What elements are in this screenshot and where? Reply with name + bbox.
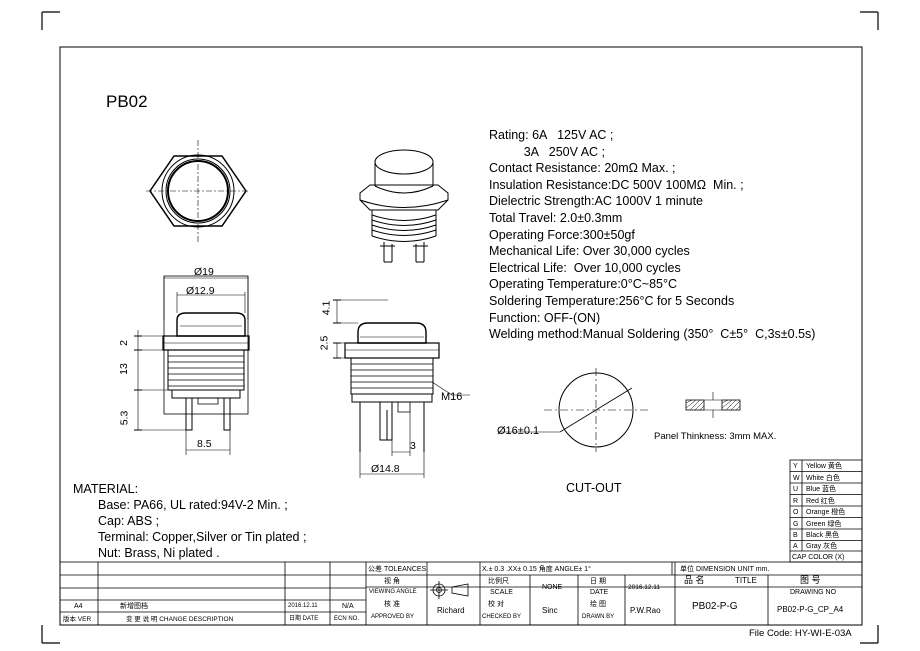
scale-value: NONE (542, 584, 563, 591)
scale-cn: 比例尺 (488, 578, 509, 585)
corner-mark-tr (860, 11, 879, 30)
spec-line: Operating Temperature:0°C~85°C (489, 277, 677, 292)
tolerance-values: X.± 0.3 .XX± 0.15 角度 ANGLE± 1° (482, 566, 591, 573)
spec-line: Total Travel: 2.0±0.3mm (489, 211, 623, 225)
hdr-date: 日期 DATE (289, 616, 319, 622)
scale-en: SCALE (490, 589, 513, 596)
spec-line: Dielectric Strength:AC 1000V 1 minute (489, 194, 703, 209)
cap-color-name: Orange 橙色 (806, 509, 846, 516)
material-heading: MATERIAL: (73, 482, 139, 496)
front-view-left (162, 275, 250, 431)
corner-mark-br (860, 625, 879, 644)
cap-color-code: G (793, 520, 799, 528)
cap-color-heading: CAP COLOR (X) (792, 553, 845, 561)
approved-en: APPROVED BY (371, 614, 415, 620)
viewing-angle-en: VIEWING ANGLE (369, 589, 417, 595)
spec-line: Operating Force:300±50gf (489, 227, 635, 242)
viewing-angle-cn: 视 角 (384, 578, 400, 585)
date-cn: 日 期 (590, 578, 606, 585)
top-view (146, 140, 250, 242)
checked-en: CHECKED BY (482, 614, 522, 620)
drawing-number: PB02-P-G_CP_A4 (777, 605, 844, 614)
cutout-diameter: Ø16±0.1 (497, 425, 540, 437)
material-line: Base: PA66, UL rated:94V-2 Min. ; (98, 498, 288, 512)
file-code: File Code: HY-WI-E-03A (749, 628, 852, 639)
drawn-en: DRAWN BY (582, 614, 615, 620)
cap-color-code: O (793, 509, 799, 516)
dim-m16: M16 (441, 391, 463, 403)
dim-d12-9: Ø12.9 (186, 285, 215, 297)
spec-line: Contact Resistance: 20mΩ Max. ; (489, 161, 676, 176)
title-en: TITLE (735, 576, 757, 585)
drawing-no-en: DRAWING NO (790, 589, 837, 596)
cutout-diagram (498, 368, 741, 452)
dim-h4-1: 4.1 (320, 300, 333, 316)
dim-h2-5: 2.5 (318, 335, 331, 351)
drawn-cn: 绘 图 (590, 601, 606, 608)
dimension-lines (134, 276, 470, 478)
dim-d19: Ø19 (194, 266, 214, 278)
dim-h2: 2 (117, 340, 130, 346)
cap-color-code: R (793, 497, 799, 505)
drawn-by: P.W.Rao (630, 606, 661, 615)
dim-h5-3: 5.3 (118, 410, 131, 426)
tolerances-label: 公差 TOLEANCES (368, 566, 427, 573)
spec-line: Insulation Resistance:DC 500V 100MΩ Min.… (489, 177, 744, 192)
material-line: Nut: Brass, Ni plated . (98, 546, 220, 560)
spec-line: Function: OFF-(ON) (489, 310, 601, 325)
spec-line: Welding method:Manual Soldering (350° C±… (489, 327, 816, 342)
iso-view (359, 149, 449, 263)
part-number: PB02-P-G (692, 601, 738, 612)
cap-color-name: Green 绿色 (806, 520, 842, 528)
cap-color-name: Black 黑色 (806, 532, 840, 539)
spec-line: Electrical Life: Over 10,000 cycles (489, 260, 681, 275)
projection-symbol (430, 581, 469, 599)
spec-line: 3A 250V AC ; (489, 144, 606, 159)
hdr-version: 版本 VER (63, 616, 92, 623)
name-cn: 品 名 (684, 575, 705, 585)
dim-h13: 13 (117, 363, 130, 375)
dim-d14-8: Ø14.8 (371, 463, 400, 475)
cap-color-code: B (793, 532, 798, 539)
rev-size: A4 (74, 603, 83, 610)
cap-color-name: Gray 灰色 (806, 543, 838, 550)
front-view-right (344, 322, 440, 452)
material-line: Cap: ABS ; (98, 514, 160, 528)
cap-color-code: A (793, 543, 798, 550)
rev-description: 新增图档 (120, 603, 148, 610)
hdr-ecn: ECN NO. (334, 616, 360, 622)
approved-cn: 核 准 (384, 601, 400, 608)
cap-color-name: Yellow 黄色 (806, 463, 842, 470)
spec-line: Mechanical Life: Over 30,000 cycles (489, 244, 690, 259)
title-block-grid (59, 561, 863, 626)
spec-line: Rating: 6A 125V AC ; (489, 128, 614, 142)
date-en: DATE (590, 589, 609, 596)
part-title: PB02 (106, 92, 148, 111)
drawing-no-cn: 图 号 (800, 575, 821, 585)
corner-mark-tl (41, 11, 60, 30)
cutout-label: CUT-OUT (566, 481, 622, 495)
spec-line: Soldering Temperature:256°C for 5 Second… (489, 294, 735, 308)
cap-color-name: Red 红色 (806, 497, 835, 505)
dim-w3: 3 (410, 440, 416, 452)
rev-ecn: N/A (342, 603, 354, 610)
approved-by: Richard (437, 606, 465, 615)
dim-w8-5: 8.5 (197, 438, 212, 450)
panel-thickness-note: Panel Thinkness: 3mm MAX. (654, 431, 777, 442)
cap-color-code: U (793, 486, 799, 493)
cap-color-code: W (793, 474, 800, 482)
material-line: Terminal: Copper,Silver or Tin plated ; (98, 530, 307, 544)
cap-color-name: Blue 蓝色 (806, 486, 836, 493)
checked-cn: 校 对 (488, 601, 504, 608)
dimension-unit: 单位 DIMENSION UNIT mm. (680, 566, 770, 573)
corner-mark-bl (41, 625, 60, 644)
cap-color-name: White 白色 (806, 474, 840, 482)
cap-color-code: Y (793, 463, 798, 470)
checked-by: Sinc (542, 606, 558, 615)
hdr-change-description: 变 更 说 明 CHANGE DESCRIPTION (126, 616, 234, 623)
date-value: 2016.12.11 (628, 584, 661, 591)
rev-date: 2016.12.11 (288, 603, 318, 609)
